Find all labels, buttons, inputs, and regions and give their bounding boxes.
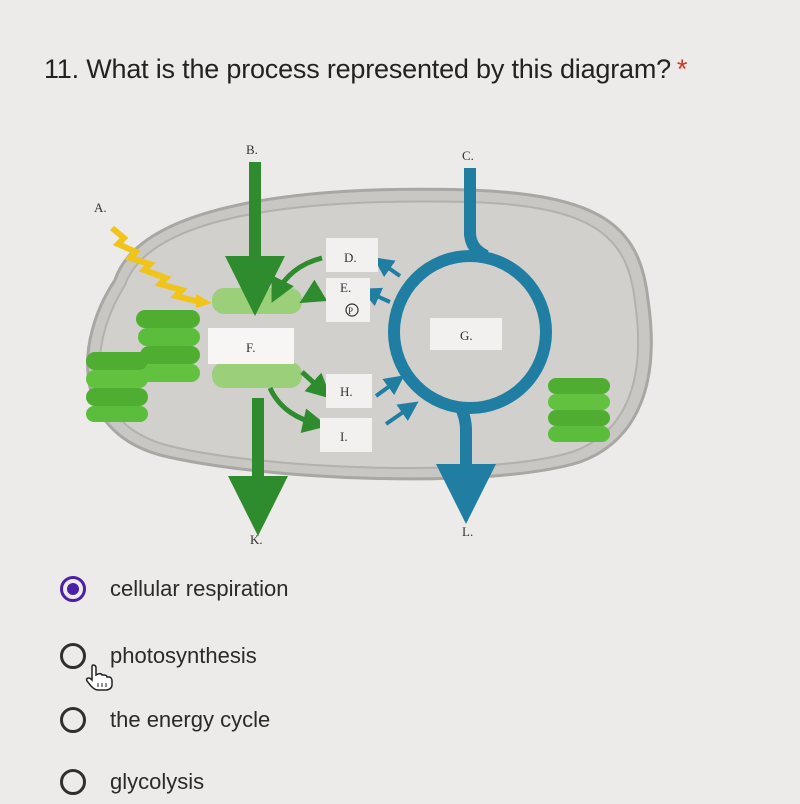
label-p: P (348, 306, 353, 316)
required-mark: * (676, 54, 688, 84)
option-label: photosynthesis (110, 643, 257, 668)
radio-button[interactable] (60, 643, 86, 669)
sunlight-zigzag-icon (110, 225, 212, 308)
arrow-icon (300, 370, 332, 399)
label-b: B. (246, 142, 258, 157)
label-h: H. (340, 384, 353, 399)
label-k: K. (250, 532, 263, 547)
label-g: G. (460, 328, 473, 343)
arrow-icon (267, 386, 328, 433)
phosphate-icon (345, 303, 359, 317)
radio-button[interactable] (60, 769, 86, 795)
label-box-i (320, 418, 372, 452)
cycle-ring-icon (388, 168, 552, 524)
option-the-energy-cycle[interactable]: the energy cycle (60, 698, 270, 742)
arrow-icon (374, 375, 405, 398)
label-d: D. (344, 250, 357, 265)
label-i: I. (340, 429, 348, 444)
thylakoid-stack-icon (86, 310, 200, 422)
radio-button[interactable] (60, 576, 86, 602)
label-box-h (326, 374, 372, 408)
label-box-g (430, 318, 502, 350)
arrow-icon (373, 257, 402, 278)
label-e: E. (340, 280, 351, 295)
option-cellular-respiration[interactable]: cellular respiration (60, 567, 289, 611)
hand-pointer-icon (85, 664, 113, 691)
question-text: 11. What is the process represented by t… (44, 54, 671, 84)
arrow-icon (360, 287, 391, 307)
label-a: A. (94, 200, 107, 215)
option-label: cellular respiration (110, 576, 289, 601)
label-f: F. (246, 340, 255, 355)
question-title: 11. What is the process represented by t… (44, 54, 687, 85)
arrow-icon (299, 279, 328, 304)
option-label: the energy cycle (110, 707, 271, 732)
label-l: L. (462, 524, 473, 539)
option-photosynthesis[interactable]: photosynthesis (60, 634, 257, 678)
arrow-icon (271, 255, 323, 303)
label-box-d (326, 238, 378, 272)
arrow-icon (384, 401, 419, 426)
option-label: glycolysis (110, 769, 205, 794)
label-box-f (208, 328, 294, 364)
radio-button[interactable] (60, 707, 86, 733)
label-c: C. (462, 148, 474, 163)
option-glycolysis[interactable]: glycolysis (60, 760, 204, 804)
thylakoid-stack-icon (548, 378, 610, 442)
